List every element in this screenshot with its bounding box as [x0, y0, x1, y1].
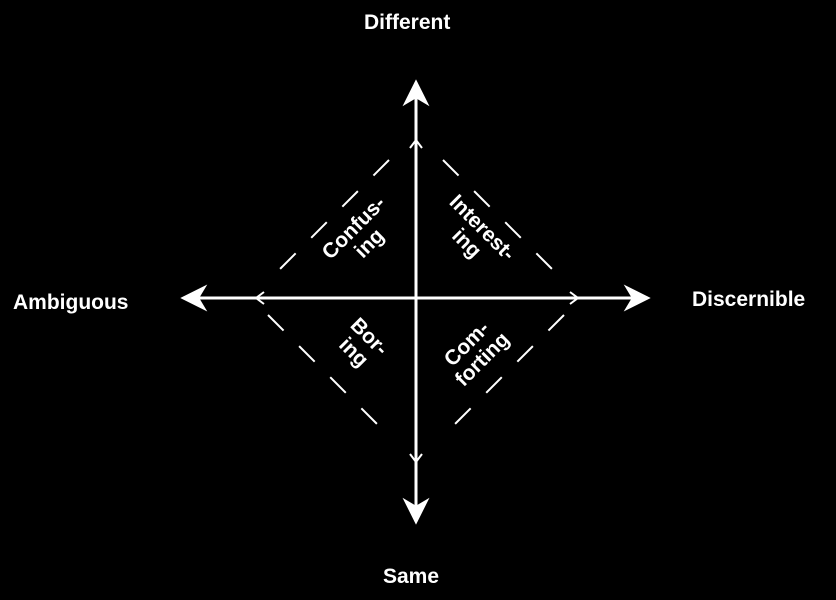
- diamond-edge-top-right: [442, 159, 565, 282]
- axis-label-right: Discernible: [692, 288, 806, 311]
- diamond-edge-top-left: [267, 159, 390, 282]
- tick-bottom: [409, 453, 423, 464]
- axis-label-left: Ambiguous: [13, 291, 129, 314]
- diamond-edge-bottom-left: [267, 314, 393, 440]
- tick-left: [254, 291, 265, 305]
- dashed-diamond: [267, 159, 565, 440]
- axis-label-bottom: Same: [383, 565, 440, 588]
- inner-arrow-ticks: [254, 138, 580, 464]
- tick-top: [409, 138, 423, 149]
- axis-label-top: Different: [364, 11, 451, 34]
- diamond-edge-bottom-right: [439, 314, 565, 440]
- tick-right: [569, 291, 580, 305]
